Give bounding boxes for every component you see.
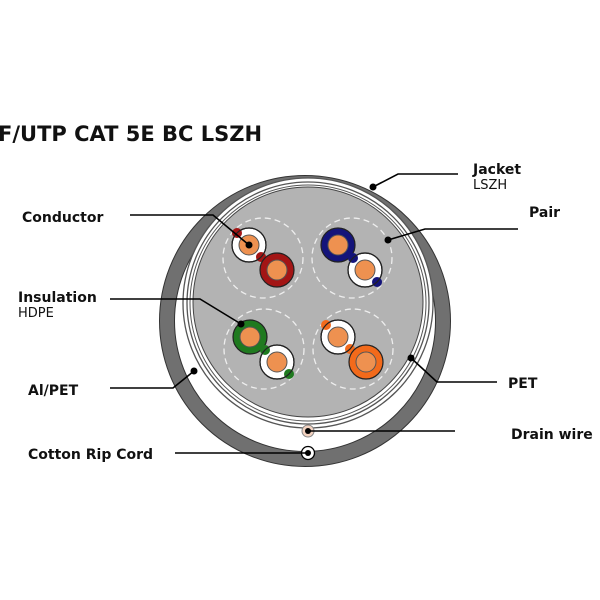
- pair-outline: [311, 217, 393, 299]
- conductor: [266, 351, 288, 373]
- al-pet-leader: [110, 370, 195, 389]
- diagram-title: F/UTP CAT 5E BC LSZH: [0, 122, 262, 146]
- conductor: [327, 326, 349, 348]
- label-drain-wire: Drain wire: [511, 427, 593, 443]
- conductor: [355, 351, 377, 373]
- label-insulation: Insulation: [18, 290, 97, 306]
- core: [192, 186, 424, 418]
- pair-2-wire: [320, 227, 356, 263]
- conductor: [354, 259, 376, 281]
- white-pair-2-wire: [347, 252, 383, 288]
- white-pair-4-wire: [320, 319, 356, 355]
- label-conductor: Conductor: [22, 210, 103, 226]
- label-jacket-material: LSZH: [473, 178, 507, 193]
- pair-leader: [387, 228, 518, 241]
- pair-3-wire: [232, 319, 268, 355]
- pair-1-wire: [259, 252, 295, 288]
- jacket-leader: [372, 173, 458, 188]
- conductor: [239, 326, 261, 348]
- pair-outline: [222, 217, 304, 299]
- conductor: [327, 234, 349, 256]
- pair-outline: [312, 308, 394, 390]
- pet-leader: [410, 357, 497, 383]
- white-pair-3-wire: [259, 344, 295, 380]
- conductor: [266, 259, 288, 281]
- label-al-pet: Al/PET: [28, 383, 79, 399]
- pair-outline: [223, 308, 305, 390]
- insulation-leader: [110, 298, 242, 325]
- conductor-leader: [130, 214, 250, 246]
- label-pet: PET: [508, 376, 538, 392]
- label-rip-cord: Cotton Rip Cord: [28, 447, 153, 463]
- label-jacket: Jacket: [472, 162, 521, 178]
- label-insulation-material: HDPE: [18, 306, 54, 321]
- pair-4-wire: [348, 344, 384, 380]
- label-pair: Pair: [529, 205, 560, 221]
